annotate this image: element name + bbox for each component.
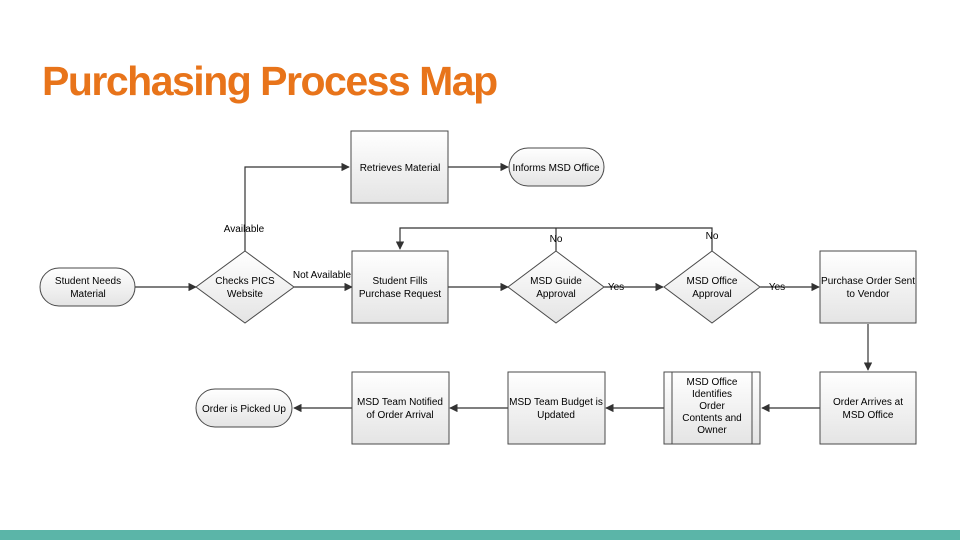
label-available: Available bbox=[224, 224, 265, 235]
node-informs-msd-office: Informs MSD Office bbox=[508, 147, 605, 187]
node-label: Order is Picked Up bbox=[202, 404, 286, 415]
connectors bbox=[135, 162, 873, 413]
bottom-accent-bar bbox=[0, 530, 960, 540]
edge-labels: Available Not Available No No Yes Yes bbox=[224, 224, 785, 293]
label-not-available: Not Available bbox=[293, 270, 352, 281]
label-office-yes: Yes bbox=[769, 282, 785, 293]
label-office-no: No bbox=[706, 231, 719, 242]
node-label: Retrieves Material bbox=[360, 163, 441, 174]
label-guide-yes: Yes bbox=[608, 282, 624, 293]
arrow-office-no-loop bbox=[395, 227, 713, 251]
arrow-checks-to-retrieves bbox=[244, 162, 350, 251]
process-retrieves-material: Retrieves Material bbox=[350, 130, 449, 204]
node-label: Informs MSD Office bbox=[512, 163, 599, 174]
label-guide-no: No bbox=[550, 234, 563, 245]
page-title: Purchasing Process Map bbox=[42, 58, 498, 104]
node-order-picked-up: Order is Picked Up bbox=[195, 388, 293, 428]
